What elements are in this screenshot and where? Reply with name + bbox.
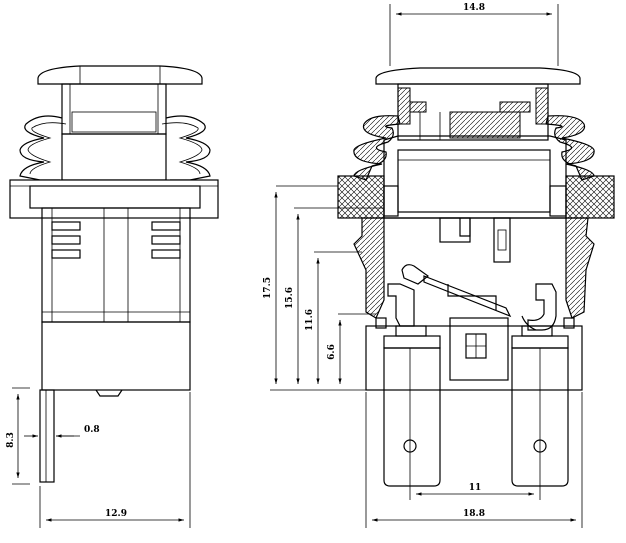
side-housing [41, 207, 191, 323]
section-boot-left [353, 115, 401, 181]
section-contact-right [527, 283, 557, 331]
dim-height-b: 11.6 [305, 309, 315, 331]
dim-top-width: 14.8 [463, 3, 485, 13]
section-contact-left [387, 283, 415, 327]
side-cap [37, 65, 203, 85]
section-terminal-left [383, 347, 441, 487]
dim-side-width: 12.9 [105, 509, 127, 519]
section-view: 14.8 [263, 3, 615, 528]
section-panel-left [337, 175, 385, 219]
section-terminal-right [511, 347, 569, 487]
dim-height-c: 6.6 [327, 344, 337, 360]
dim-height-total: 17.5 [263, 277, 273, 299]
section-wall-right [565, 217, 595, 319]
section-wall-left [353, 217, 385, 319]
side-boot-left [19, 115, 63, 181]
dim-terminal-thickness: 0.8 [84, 425, 100, 435]
section-cap [375, 67, 581, 85]
dim-front-width: 18.8 [463, 509, 485, 519]
side-boot-right [165, 115, 211, 181]
side-view: 8.3 0.8 12.9 [6, 65, 219, 528]
section-panel-right [565, 175, 615, 219]
dim-height-a: 15.6 [285, 287, 295, 309]
side-plunger [61, 83, 167, 135]
dim-terminal-pitch: 11 [469, 483, 482, 493]
section-base [365, 325, 583, 391]
section-boot-right [545, 115, 595, 181]
dim-terminal-length: 8.3 [6, 432, 16, 448]
side-terminal [39, 389, 55, 483]
side-base [41, 321, 191, 391]
section-lever [423, 275, 512, 318]
